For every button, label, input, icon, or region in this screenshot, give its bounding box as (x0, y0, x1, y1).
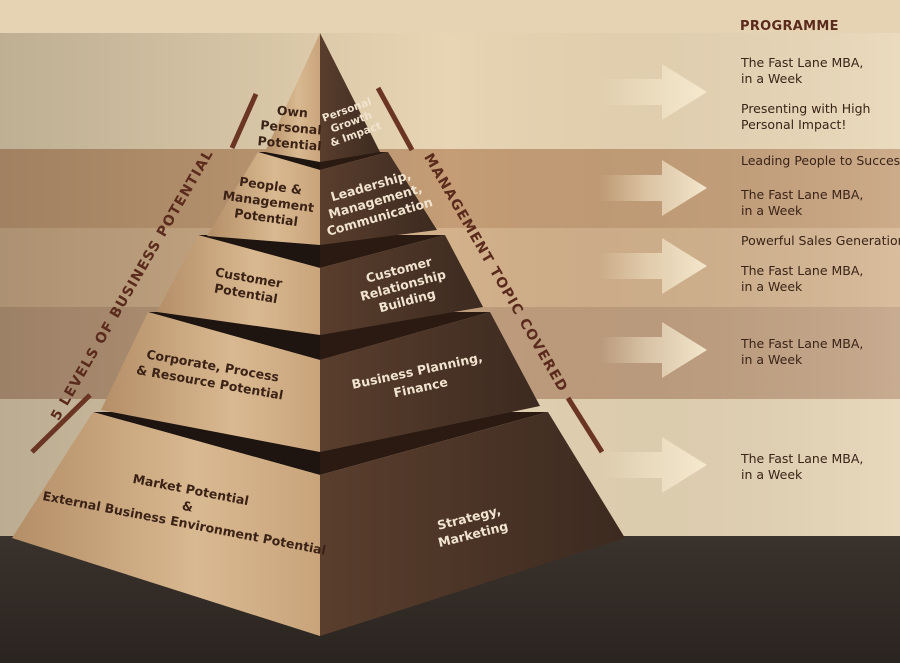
programme-item-line: The Fast Lane MBA, (740, 451, 863, 466)
tier-4-left (101, 312, 320, 452)
programme-item-line: Personal Impact! (741, 117, 846, 132)
right-accent-lower (565, 396, 605, 454)
arrow-5 (600, 437, 707, 493)
tier-4-right (320, 312, 540, 452)
programme-item-line: Presenting with High (741, 101, 870, 116)
tier-5-right (320, 412, 625, 636)
level-1-potential-line: Potential (257, 133, 322, 154)
tier-2-right (320, 152, 437, 245)
left-accent-upper (229, 92, 259, 150)
programme-item-line: in a Week (741, 203, 803, 218)
arrow-4 (600, 322, 707, 378)
tier-3-left (157, 235, 320, 335)
tier-5-left (12, 412, 320, 636)
programme-item-line: Leading People to Success (741, 153, 900, 168)
programme-item-line: The Fast Lane MBA, (740, 187, 863, 202)
programme-header: PROGRAMME (740, 19, 839, 34)
programme-item: The Fast Lane MBA,in a Week (740, 187, 863, 218)
programme-item: The Fast Lane MBA,in a Week (740, 336, 863, 367)
pyramid (12, 33, 625, 636)
programme-item-line: in a Week (741, 71, 803, 86)
arrow-2 (600, 160, 707, 216)
programme-item-line: in a Week (741, 352, 803, 367)
tier-1-right (320, 33, 380, 162)
level-1-potential-line: Own (276, 103, 308, 121)
programme-item: Leading People to Success (741, 153, 900, 168)
programme-item-line: The Fast Lane MBA, (740, 336, 863, 351)
left-accent-lower (30, 393, 92, 454)
programme-item: The Fast Lane MBA,in a Week (740, 55, 863, 86)
programme-item: The Fast Lane MBA,in a Week (740, 451, 863, 482)
top-band (0, 0, 900, 35)
programme-item-line: in a Week (741, 279, 803, 294)
arrow-3 (600, 238, 707, 294)
tier-2-left (207, 152, 320, 245)
tier-1-left (265, 33, 320, 162)
programme-item-line: Powerful Sales Generation (741, 233, 900, 248)
right-accent-upper (375, 86, 415, 152)
level-1-potential-line: Personal (260, 117, 323, 137)
programme-item-line: The Fast Lane MBA, (740, 263, 863, 278)
arrow-1 (600, 64, 707, 120)
programme-item-line: The Fast Lane MBA, (740, 55, 863, 70)
programme-item-line: in a Week (741, 467, 803, 482)
tier-3-right (320, 235, 483, 335)
programme-item: Powerful Sales Generation (741, 233, 900, 248)
level-5-potential-line: & (181, 498, 195, 515)
programme-item: The Fast Lane MBA,in a Week (740, 263, 863, 294)
